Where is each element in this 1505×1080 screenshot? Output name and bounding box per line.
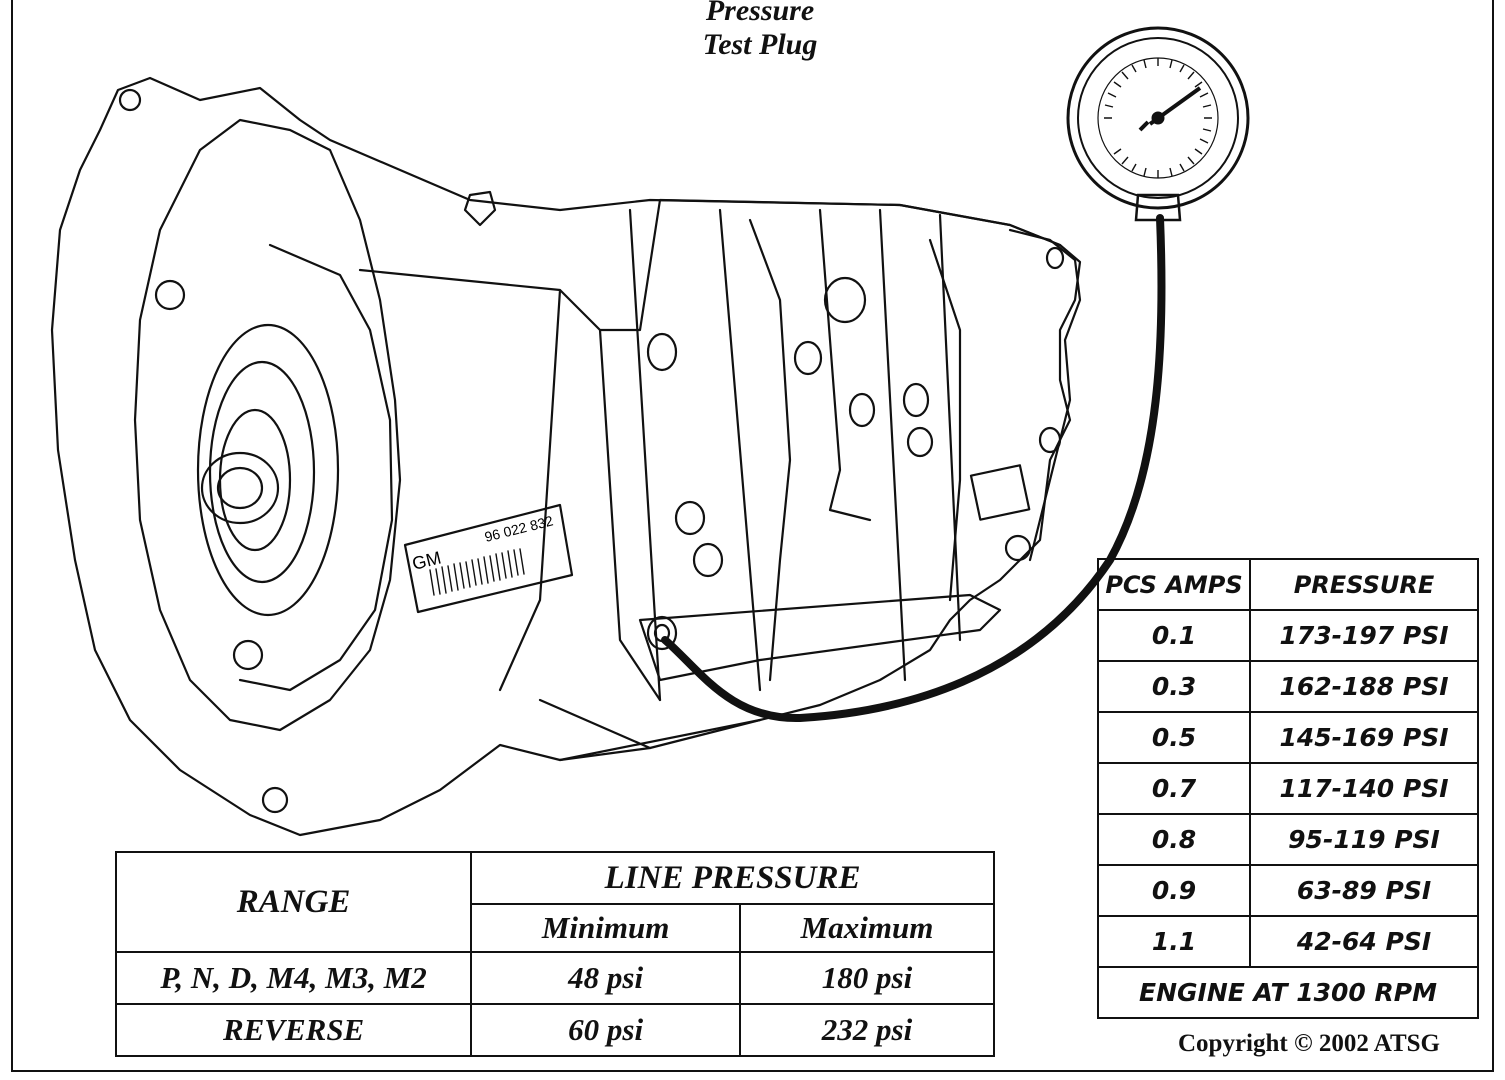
gauge-scale — [1104, 58, 1212, 178]
engine-rpm-footer: ENGINE AT 1300 RPM — [1097, 966, 1479, 1019]
range-cell: P, N, D, M4, M3, M2 — [114, 951, 473, 1005]
minimum-header: Minimum — [470, 903, 741, 953]
min-cell: 48 psi — [470, 951, 741, 1005]
title-line-1: Pressure — [705, 0, 815, 27]
line-pressure-table: RANGE LINE PRESSURE Minimum Maximum P, N… — [114, 851, 995, 1057]
pressure-cell: 145-169 PSI — [1249, 711, 1479, 764]
amps-cell: 0.7 — [1097, 762, 1251, 815]
min-cell: 60 psi — [470, 1003, 741, 1057]
copyright-notice: Copyright © 2002 ATSG — [1178, 1030, 1440, 1057]
pressure-cell: 117-140 PSI — [1249, 762, 1479, 815]
table-row: P, N, D, M4, M3, M2 48 psi 180 psi — [114, 951, 995, 1005]
tail-housing — [1008, 228, 1082, 562]
gauge-fitting — [1134, 193, 1182, 222]
torque-converter — [196, 323, 340, 617]
pressure-gauge — [1066, 26, 1250, 222]
gauge-needle — [1138, 86, 1202, 132]
frame-right-border — [1492, 0, 1494, 1072]
maximum-header: Maximum — [739, 903, 995, 953]
id-plate — [403, 464, 1031, 614]
main-case — [358, 198, 1062, 702]
title-line-2: Test Plug — [702, 28, 818, 61]
max-cell: 232 psi — [739, 1003, 995, 1057]
range-cell: REVERSE — [114, 1003, 473, 1057]
bell-face — [133, 118, 402, 732]
max-cell: 180 psi — [739, 951, 995, 1005]
bell-housing — [50, 76, 1082, 837]
oil-pan — [638, 593, 1002, 682]
table-row: REVERSE 60 psi 232 psi — [114, 1003, 995, 1057]
amps-cell: 0.3 — [1097, 660, 1251, 713]
frame-left-border — [11, 0, 13, 1072]
converter-hub — [200, 451, 280, 525]
amps-cell: 0.1 — [1097, 609, 1251, 662]
amps-cell: 0.8 — [1097, 813, 1251, 866]
pressure-cell: 42-64 PSI — [1249, 915, 1479, 968]
frame-bottom-border — [11, 1070, 1494, 1072]
line-pressure-header: LINE PRESSURE — [470, 851, 995, 905]
pressure-cell: 63-89 PSI — [1249, 864, 1479, 917]
pressure-header: PRESSURE — [1249, 558, 1479, 611]
amps-cell: 1.1 — [1097, 915, 1251, 968]
pressure-cell: 162-188 PSI — [1249, 660, 1479, 713]
pressure-cell: 95-119 PSI — [1249, 813, 1479, 866]
amps-cell: 0.5 — [1097, 711, 1251, 764]
label-brand: GM — [410, 547, 443, 573]
pcs-amps-header: PCS AMPS — [1097, 558, 1251, 611]
range-header: RANGE — [114, 851, 473, 953]
pressure-cell: 173-197 PSI — [1249, 609, 1479, 662]
diagram-title: Pressure Test Plug — [640, 0, 880, 62]
gauge-hose — [661, 214, 1166, 723]
amps-cell: 0.9 — [1097, 864, 1251, 917]
